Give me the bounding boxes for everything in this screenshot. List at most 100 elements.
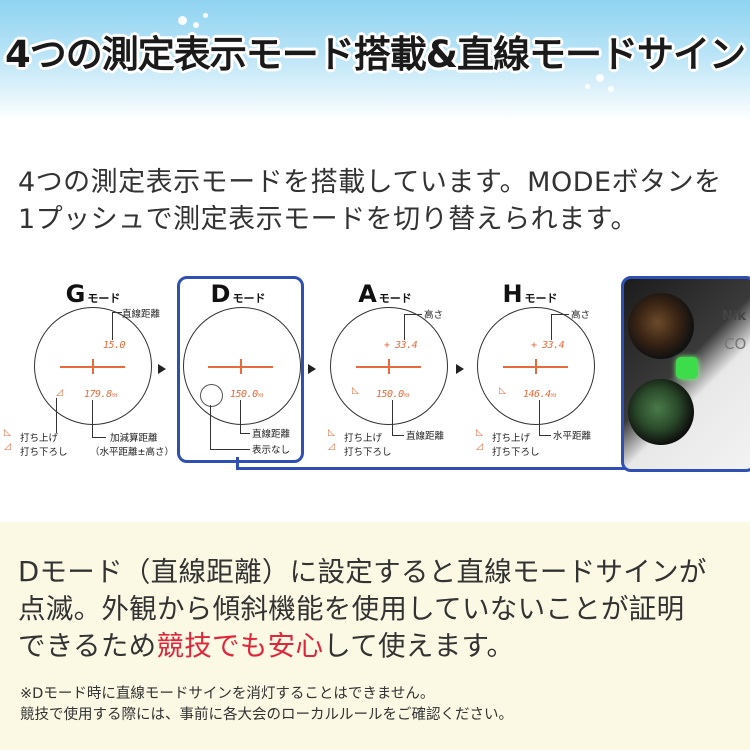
page-title: 4つの測定表示モード搭載&直線モードサイン — [4, 33, 746, 76]
description-text-prefix: できるため — [18, 630, 157, 662]
crosshair — [388, 359, 390, 374]
bubble-decoration — [203, 13, 208, 18]
highlight-text: 競技でも安心 — [156, 630, 324, 662]
label-uphill: 打ち上げ — [344, 433, 383, 444]
label-height: 高さ — [424, 310, 444, 321]
rangefinder-photo: Nik CO — [621, 276, 750, 472]
bubble-decoration — [608, 86, 614, 92]
downhill-icon: ◿ — [328, 442, 335, 452]
crosshair — [240, 359, 242, 374]
leader-line — [210, 405, 211, 449]
value-bottom-number: 150.0 — [230, 389, 258, 400]
lens-bottom — [628, 379, 694, 445]
value-bottom-number: 150.0 — [376, 389, 404, 400]
intro-line: 1プッシュで測定表示モードを切り替えられます。 — [18, 204, 638, 235]
description-line: できるため競技でも安心して使えます。 — [18, 628, 750, 665]
mode-letter: D — [210, 280, 231, 308]
label-straight-distance: 直線距離 — [122, 309, 161, 320]
bubble-decoration — [596, 74, 604, 82]
leader-line — [240, 433, 250, 434]
slope-icon: ◺ — [499, 386, 506, 396]
mode-suffix: モード — [524, 292, 558, 305]
arrow-right-icon — [308, 364, 316, 374]
crosshair — [92, 359, 94, 374]
d-mode-highlight-frame — [177, 276, 304, 463]
intro-text: 4つの測定表示モードを搭載しています。MODEボタンを 1プッシュで測定表示モー… — [18, 164, 738, 238]
description-text-suffix: して使えます。 — [323, 630, 515, 662]
value-top: 15.0 — [103, 340, 126, 351]
unit: Yd — [257, 393, 264, 399]
mode-suffix: モード — [87, 292, 121, 305]
label-calc-note: （水平距離±高さ） — [90, 447, 174, 458]
bubble-decoration — [585, 84, 590, 89]
unit: Yd — [550, 393, 557, 399]
uphill-icon: ◺ — [476, 428, 483, 438]
slope-icon: ◿ — [56, 388, 63, 398]
label-horizontal-distance: 水平距離 — [553, 431, 592, 442]
mode-letter: A — [358, 280, 377, 308]
note-line: ※Dモード時に直線モードサインを消灯することはできません。 — [20, 686, 435, 702]
value-bottom-number: 146.4 — [523, 389, 551, 400]
notes: ※Dモード時に直線モードサインを消灯することはできません。 競技で使用する際には… — [20, 684, 740, 726]
lens-top — [628, 293, 694, 359]
device-brand: Nik — [722, 309, 746, 324]
leader-line — [56, 398, 57, 433]
description-text: Dモード（直線距離）に設定すると直線モードサインが 点滅。外観から傾斜機能を使用… — [18, 554, 750, 665]
leader-line — [539, 435, 551, 436]
leader-line — [240, 400, 241, 433]
label-height: 高さ — [571, 310, 591, 321]
value-bottom: 146.4Yd — [523, 389, 556, 400]
mode-suffix: モード — [232, 292, 266, 305]
downhill-icon: ◿ — [476, 442, 483, 452]
uphill-icon: ◺ — [328, 428, 335, 438]
header-banner: 4つの測定表示モード搭載&直線モードサイン — [0, 0, 750, 120]
description-line: 点滅。外観から傾斜機能を使用していないことが証明 — [18, 593, 685, 625]
leader-line — [392, 435, 404, 436]
crosshair — [535, 359, 537, 374]
description-line: Dモード（直線距離）に設定すると直線モードサインが — [18, 556, 707, 588]
slope-icon: ◺ — [352, 386, 359, 396]
leader-line — [392, 400, 393, 435]
mode-indicator-light — [676, 357, 698, 379]
empty-indicator-circle — [200, 384, 223, 407]
leader-line — [210, 449, 250, 450]
note-line: 競技で使用する際には、事前に各大会のローカルルールをご確認ください。 — [20, 707, 513, 723]
bubble-decoration — [178, 16, 187, 25]
label-downhill: 打ち下ろし — [344, 447, 392, 458]
leader-line — [92, 437, 106, 438]
label-no-display: 表示なし — [252, 445, 291, 456]
bottom-panel — [0, 522, 750, 750]
label-uphill: 打ち上げ — [492, 433, 531, 444]
value-bottom: 150.0Yd — [376, 389, 409, 400]
value-bottom-number: 179.8 — [84, 389, 112, 400]
mode-suffix: モード — [378, 292, 412, 305]
label-straight-distance: 直線距離 — [406, 431, 445, 442]
connector-line — [236, 457, 627, 470]
mode-letter: H — [502, 280, 523, 308]
leader-line — [404, 314, 405, 340]
value-bottom: 179.8Yd — [84, 389, 117, 400]
value-top: + 33.4 — [384, 340, 418, 351]
leader-line — [92, 400, 93, 437]
arrow-right-icon — [158, 364, 166, 374]
leader-line — [404, 314, 422, 315]
label-downhill: 打ち下ろし — [20, 447, 68, 458]
leader-line — [551, 314, 569, 315]
label-straight-distance: 直線距離 — [252, 429, 291, 440]
intro-line: 4つの測定表示モードを搭載しています。MODEボタンを — [18, 167, 722, 198]
label-downhill: 打ち下ろし — [492, 447, 540, 458]
value-top: + 33.4 — [531, 340, 565, 351]
arrow-right-icon — [456, 364, 464, 374]
label-uphill: 打ち上げ — [20, 433, 59, 444]
downhill-icon: ◿ — [4, 442, 11, 452]
leader-line — [112, 312, 113, 340]
label-calc-distance: 加減算距離 — [110, 433, 158, 444]
unit: Yd — [111, 393, 118, 399]
uphill-icon: ◺ — [4, 428, 11, 438]
unit: Yd — [403, 393, 410, 399]
device-model: CO — [724, 335, 747, 353]
bubble-decoration — [193, 22, 199, 28]
